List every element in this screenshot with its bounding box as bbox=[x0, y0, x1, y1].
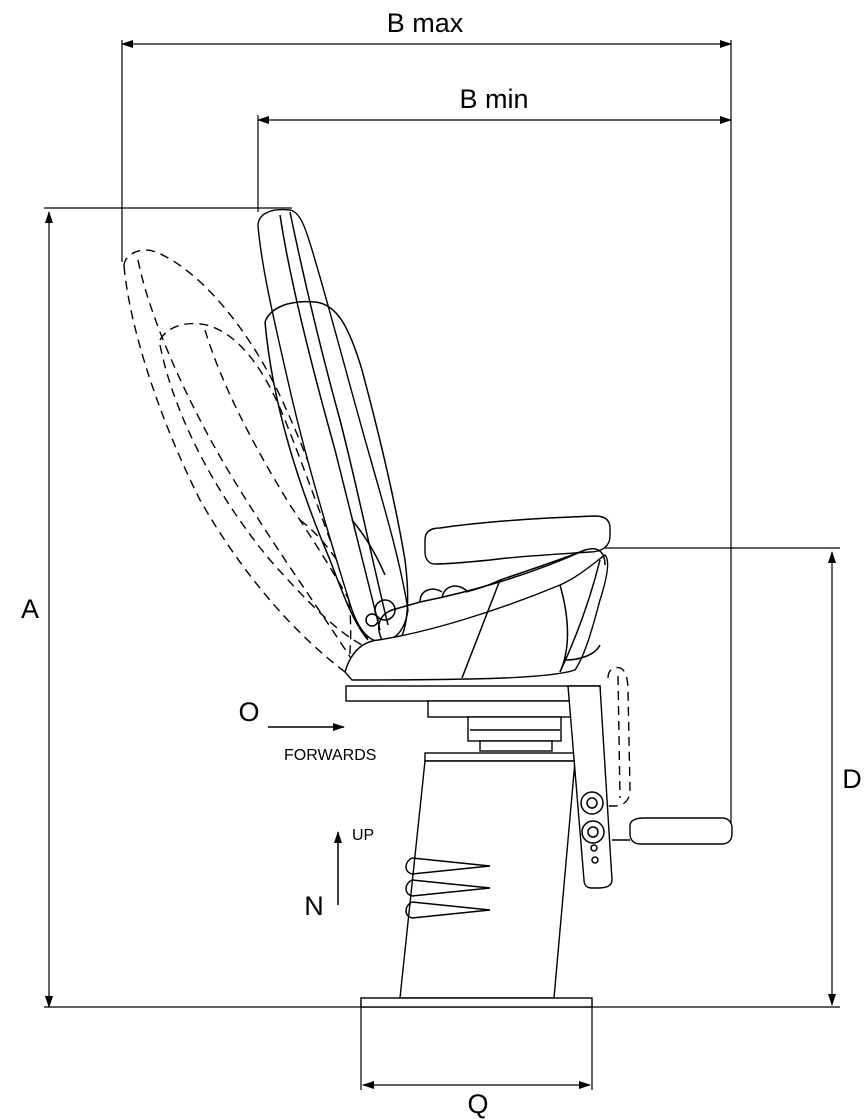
armrest bbox=[424, 515, 611, 565]
label-b-max: B max bbox=[387, 8, 464, 38]
dimension-q bbox=[360, 1000, 593, 1090]
dimension-b-min bbox=[257, 115, 732, 212]
label-b-min: B min bbox=[459, 84, 528, 114]
footrest-arm bbox=[567, 685, 613, 889]
label-forwards: FORWARDS bbox=[284, 747, 376, 764]
label-d: D bbox=[842, 764, 862, 794]
base-plate bbox=[360, 997, 593, 1008]
footrest-folded-outline bbox=[606, 666, 631, 807]
seat-frame-side bbox=[499, 548, 606, 673]
label-a: A bbox=[21, 594, 39, 624]
reclined-backrest-outline bbox=[123, 249, 376, 673]
dimension-a bbox=[44, 207, 292, 1008]
label-q: Q bbox=[467, 1089, 488, 1119]
seat-plate bbox=[345, 685, 601, 752]
pedestal-column bbox=[399, 752, 576, 999]
upright-backrest bbox=[257, 208, 409, 643]
label-up: UP bbox=[352, 827, 374, 844]
dimension-d bbox=[600, 547, 840, 1006]
label-o: O bbox=[238, 697, 259, 727]
label-n: N bbox=[304, 891, 324, 921]
dimension-b-max bbox=[121, 40, 732, 828]
footrest-pad bbox=[612, 817, 733, 845]
